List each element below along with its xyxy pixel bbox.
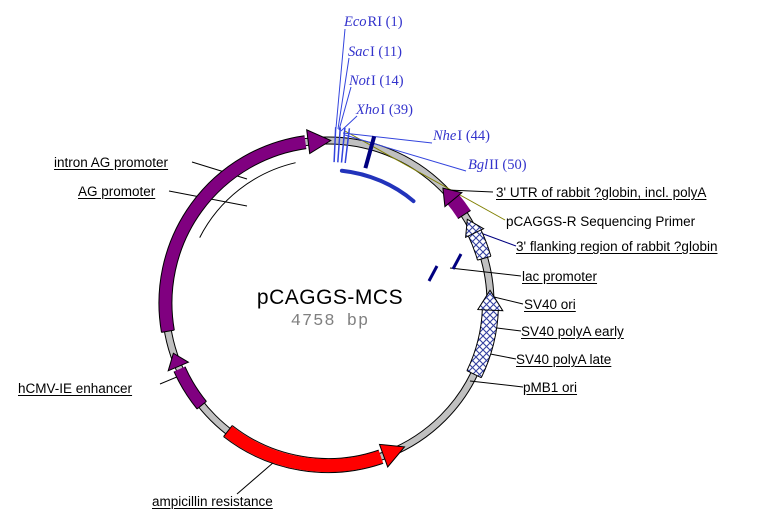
nhei-rest: I (44) (457, 128, 490, 144)
nhei-name: Nhe (433, 128, 457, 144)
leader-flanking-rabbit-globin (477, 231, 517, 247)
label-nhei: NheI (44) (433, 129, 490, 144)
feature-ampicillin-resistance (223, 425, 406, 474)
label-sv40-polya-early: SV40 polyA early (521, 324, 624, 339)
hcmv-ie-body (174, 366, 207, 409)
leader-nhei (342, 132, 433, 144)
plasmid-size: 4758 bp (290, 312, 370, 331)
ampicillin-outer-edge (223, 436, 384, 474)
label-pcaggs-r-primer: pCAGGS-R Sequencing Primer (506, 214, 696, 229)
noti-name: Not (349, 73, 370, 89)
saci-name: Sac (348, 44, 369, 60)
rabbit-globin-region-arc (339, 168, 416, 204)
ampicillin-tail-cap (223, 425, 233, 437)
intron-ag-promoter-body (158, 135, 307, 333)
feature-sv40-pmb1-region (466, 289, 504, 379)
label-bglii: BglII (50) (468, 158, 527, 173)
leader-bglii (344, 134, 467, 172)
site-tick-saci-noti (337, 127, 342, 163)
leader-ecori (335, 28, 346, 129)
flanking-arrowhead (465, 218, 485, 239)
leader-xhoi (340, 115, 358, 132)
intron-ag-outer-edge (158, 135, 305, 333)
xhoi-rest: I (39) (380, 102, 413, 118)
xhoi-name: Xho (356, 102, 380, 118)
noti-rest: I (14) (370, 73, 404, 89)
site-tick-ecori (333, 127, 337, 163)
label-noti: NotI (14) (349, 74, 404, 89)
label-lac-promoter: lac promoter (522, 269, 598, 284)
label-hcmv-ie-enhancer: hCMV-IE enhancer (18, 381, 133, 396)
label-ampicillin-resistance: ampicillin resistance (152, 494, 273, 509)
mcs-site-ticks (333, 127, 351, 164)
label-ag-promoter: AG promoter (78, 184, 156, 199)
hcmv-ie-tail-cap (196, 401, 207, 410)
leader-noti (338, 86, 352, 131)
bglii-rest: II (50) (489, 157, 527, 173)
hcmv-ie-inner-edge (184, 366, 207, 402)
feature-flanking-rabbit-globin (465, 218, 492, 261)
saci-rest: I (11) (369, 44, 403, 60)
label-intron-ag-promoter: intron AG promoter (54, 155, 169, 170)
ecori-name: Eco (344, 14, 367, 30)
hcmv-ie-arrowhead (167, 352, 190, 372)
feature-hcmv-ie-enhancer (167, 352, 207, 410)
site-tick-nhei-bglii (344, 128, 351, 164)
label-pmb1-ori: pMB1 ori (523, 380, 578, 395)
label-utr-rabbit-globin: 3' UTR of rabbit ?globin, incl. polyA (496, 185, 707, 200)
leader-saci (337, 57, 350, 130)
ampicillin-arrowhead (378, 443, 406, 468)
ecori-rest: RI (1) (367, 14, 403, 30)
ag-promoter-span-arc (199, 162, 296, 238)
sv40-pmb1-inner-edge (466, 308, 483, 371)
intron-ag-arrowhead (306, 128, 332, 155)
enzyme-leader-lines (335, 28, 467, 172)
sv40-pmb1-arrowhead (476, 289, 504, 312)
leader-pmb1-ori (469, 380, 524, 388)
pcaggs-r-primer-tick (363, 135, 377, 169)
label-ecori: EcoRI (1) (344, 15, 403, 30)
utr-body (446, 193, 471, 219)
label-saci: SacI (11) (348, 45, 402, 60)
leader-lac-promoter (449, 267, 522, 277)
inner-primer-ticks (427, 253, 463, 282)
hcmv-ie-outer-edge (173, 371, 198, 410)
sv40-pmb1-tail-cap (466, 370, 482, 379)
site-tick-xhoi (340, 127, 346, 163)
lac-promoter-tick-1 (427, 265, 439, 282)
bglii-name: Bgl (468, 157, 489, 173)
label-sv40-polya-late: SV40 polyA late (516, 352, 612, 367)
intron-ag-inner-edge (171, 148, 307, 331)
feature-intron-ag-promoter (158, 128, 332, 333)
leader-sv40-ori (493, 296, 524, 305)
utr-tail-cap (457, 209, 471, 220)
leader-utr-rabbit-globin (447, 189, 494, 193)
leader-ampicillin-resistance (236, 461, 275, 495)
label-flanking-rabbit-globin: 3' flanking region of rabbit ?globin (516, 239, 718, 254)
label-xhoi: XhoI (39) (356, 103, 413, 118)
ampicillin-inner-edge (231, 425, 379, 460)
sv40-pmb1-outer-edge (480, 308, 499, 378)
label-sv40-ori: SV40 ori (524, 297, 576, 312)
ampicillin-body (223, 425, 384, 473)
intron-ag-tail-cap (161, 329, 175, 333)
lac-promoter-tick-2 (451, 253, 463, 270)
flanking-tail-cap (477, 255, 492, 261)
plasmid-name: pCAGGS-MCS (256, 286, 404, 309)
utr-arrowhead (442, 187, 463, 208)
feature-utr-rabbit-globin (442, 187, 471, 220)
sv40-pmb1-body (466, 308, 499, 378)
